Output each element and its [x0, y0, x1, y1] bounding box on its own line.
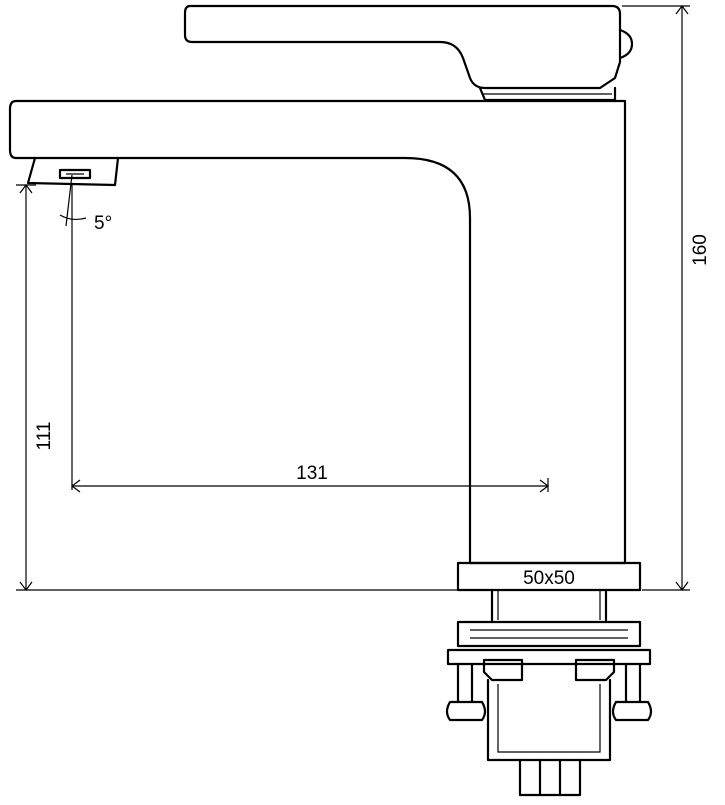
faucet-base: 50x50 — [456, 561, 642, 592]
lever-handle — [183, 4, 634, 102]
mounting-assembly — [445, 588, 653, 797]
spout-height-label: 111 — [34, 422, 55, 451]
base-size-label: 50x50 — [523, 568, 575, 589]
spout-angle-label: 5° — [94, 213, 112, 234]
spout-body — [8, 99, 627, 565]
total-height-label: 160 — [690, 234, 711, 266]
dimension-lines: 160 111 131 5° — [16, 5, 711, 591]
spout-reach-label: 131 — [296, 463, 328, 484]
